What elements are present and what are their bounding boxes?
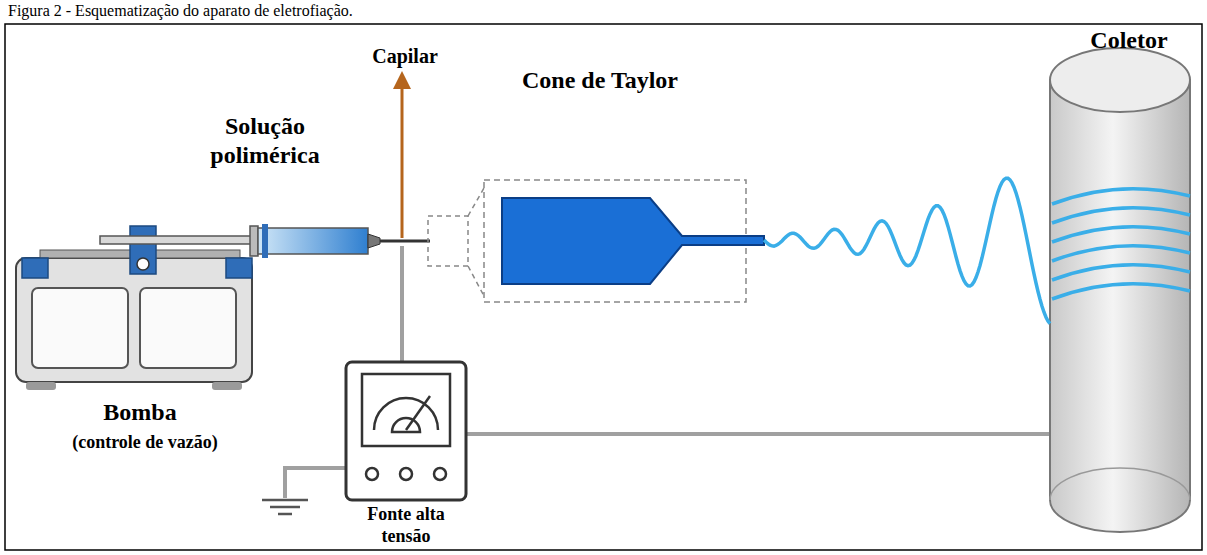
part-label: Fonte alta tensão xyxy=(345,504,467,547)
part-label: Cone de Taylor xyxy=(520,66,680,95)
capillary-arrow xyxy=(401,80,404,238)
figure-frame xyxy=(5,24,1202,550)
figure-title: Figura 2 - Esquematização do aparato de … xyxy=(8,1,708,20)
ground-symbol xyxy=(262,500,308,514)
high-voltage-source xyxy=(346,362,466,500)
collector-drum xyxy=(1050,48,1190,532)
fiber-jet xyxy=(764,178,1190,323)
part-label: Solução polimérica xyxy=(185,112,345,170)
part-label: Coletor xyxy=(1054,26,1204,55)
part-label: Bomba xyxy=(40,398,240,427)
part-label: Capilar xyxy=(350,44,460,68)
taylor-cone xyxy=(428,180,764,302)
part-label: (controle de vazão) xyxy=(20,432,270,454)
